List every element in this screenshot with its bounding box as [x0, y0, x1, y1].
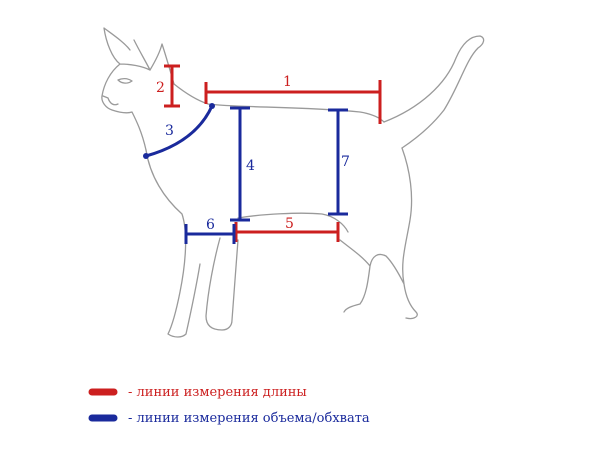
cat-tail-outline: [383, 35, 485, 149]
measurement-line-2: [164, 64, 180, 108]
measurement-line-1: [204, 80, 382, 124]
cat-eye-outline: [117, 77, 133, 84]
cat-belly-outline: [237, 212, 349, 233]
measurement-label-3: 3: [165, 123, 174, 139]
measurement-line-7: [328, 108, 348, 216]
measurement-label-7: 7: [341, 154, 350, 170]
measurement-label-1: 1: [283, 74, 292, 90]
cat-front-leg-outline: [145, 149, 239, 338]
measurement-line-5: [234, 222, 340, 242]
legend: - линии измерения длины - линии измерени…: [88, 385, 370, 426]
measurement-label-2: 2: [156, 80, 165, 96]
legend-girth-text: - линии измерения объема/обхвата: [128, 411, 370, 426]
cat-nose-outline: [102, 95, 119, 106]
measurement-line-3: [143, 103, 215, 159]
measurement-label-6: 6: [206, 217, 215, 233]
cat-ear-outline: [149, 43, 175, 85]
measurement-line-6: [184, 224, 236, 244]
cat-outline: [101, 27, 485, 338]
legend-length-text: - линии измерения длины: [128, 385, 307, 400]
measurement-line-4: [230, 106, 250, 222]
measurement-label-4: 4: [246, 158, 255, 174]
cat-back-outline: [173, 83, 385, 123]
measurement-label-5: 5: [285, 216, 294, 232]
cat-hind-leg-outline: [339, 147, 418, 320]
cat-head-outline: [101, 27, 151, 151]
